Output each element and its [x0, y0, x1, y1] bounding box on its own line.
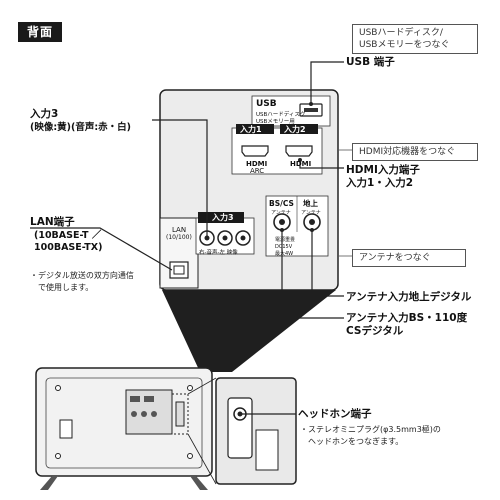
panel-dc1: 電源重畳 — [275, 237, 296, 243]
panel-dc2: DC15V — [275, 244, 293, 250]
antenna-note: アンテナをつなぐ — [359, 253, 431, 263]
input3-label-line1: 入力3 — [30, 108, 59, 120]
antenna-bs-label-line1: アンテナ入力BS・110度 — [346, 312, 468, 324]
panel-hdmi-1: HDMI — [246, 160, 268, 168]
hdmi-note: HDMI対応機器をつなぐ — [359, 147, 456, 157]
panel-usb-sub2: USBメモリー用 — [256, 119, 295, 125]
panel-rca-label: 右-音声-左 映像 — [199, 250, 238, 256]
lan-label-line1: LAN端子 — [30, 216, 75, 228]
lan-label-line2: (10BASE-T ／ — [34, 230, 102, 241]
panel-dc3: 最大4W — [275, 251, 294, 257]
lan-note-line2: で使用します。 — [38, 283, 94, 292]
usb-note-line2: USBメモリーをつなぐ — [359, 40, 450, 50]
panel-input3-tab: 入力3 — [212, 213, 234, 222]
panel-bscs: BS/CS — [269, 199, 294, 208]
usb-note-box: USBハードディスク/ USBメモリーをつなぐ — [352, 24, 478, 54]
panel-lan-text: LAN — [172, 226, 187, 234]
hdmi-port-1 — [241, 145, 269, 157]
panel-chijo-sub: アンテナ — [301, 210, 321, 216]
panel-chijo: 地上 — [303, 199, 318, 208]
panel-arc: ARC — [250, 167, 265, 175]
panel-hdmi-2: HDMI — [290, 160, 312, 168]
hdmi-note-box: HDMI対応機器をつなぐ — [352, 143, 478, 161]
headphone-note-line1: ・ステレオミニプラグ(φ3.5mm3極)の — [300, 425, 441, 434]
panel-usb-text: USB — [256, 99, 277, 109]
antenna-bs-label-line2: CSデジタル — [346, 325, 404, 337]
lan-note-line1: ・デジタル放送の双方向通信 — [30, 271, 134, 280]
lan-label-line3: 100BASE-TX) — [34, 242, 103, 253]
hdmi-port-2 — [285, 145, 313, 157]
headphone-label: ヘッドホン端子 — [298, 408, 372, 420]
headphone-note-line2: ヘッドホンをつなぎます。 — [308, 437, 404, 446]
hdmi-label-line2: 入力1・入力2 — [346, 177, 414, 189]
input3-label-line2: (映像:黄)(音声:赤・白) — [30, 122, 131, 133]
panel-input1-tab: 入力1 — [240, 125, 262, 134]
panel-bscs-sub: アンテナ — [271, 210, 291, 216]
usb-label: USB 端子 — [346, 56, 395, 68]
section-tag: 背面 — [18, 22, 62, 42]
antenna-note-box: アンテナをつなぐ — [352, 249, 466, 267]
usb-note-line1: USBハードディスク/ — [359, 28, 443, 38]
panel-usb-sub1: USBハードディスク — [256, 112, 306, 118]
panel-input2-tab: 入力2 — [284, 125, 306, 134]
panel-lan-sub: (10/100) — [166, 234, 192, 241]
hdmi-label-line1: HDMI入力端子 — [346, 164, 420, 176]
antenna-ground-label: アンテナ入力地上デジタル — [346, 291, 472, 303]
